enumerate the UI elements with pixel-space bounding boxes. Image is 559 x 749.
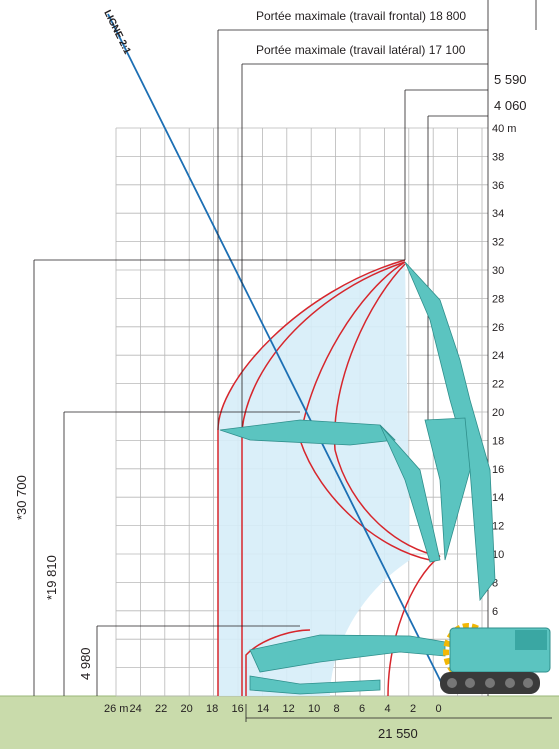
x-tick-label: 12	[283, 703, 295, 715]
offset-b-value: 4 060	[494, 98, 527, 113]
reach-dimension-lines	[217, 0, 537, 696]
height-max-value: *30 700	[14, 475, 29, 520]
height-dimension-lines	[33, 259, 405, 696]
boom-low	[249, 634, 446, 695]
x-tick-label: 0	[436, 703, 442, 715]
x-tick-label: 24	[130, 703, 142, 715]
y-tick-label: 10	[492, 549, 504, 561]
bottom-width-value: 21 550	[378, 726, 418, 741]
y-tick-label: 40 m	[492, 123, 516, 135]
x-tick-label: 8	[334, 703, 340, 715]
y-tick-label: 34	[492, 208, 504, 220]
y-tick-label: 22	[492, 379, 504, 391]
max-reach-lateral: Portée maximale (travail latéral) 17 100	[256, 43, 466, 57]
excavator-icon	[440, 623, 551, 694]
y-tick-label: 20	[492, 407, 504, 419]
boom-horizontal	[219, 419, 441, 563]
y-tick-label: 38	[492, 151, 504, 163]
y-tick-label: 24	[492, 350, 504, 362]
height-low-value: 4 980	[78, 647, 93, 680]
y-tick-label: 36	[492, 180, 504, 192]
y-tick-label: 6	[492, 606, 498, 618]
y-tick-label: 8	[492, 577, 498, 589]
y-tick-label: 30	[492, 265, 504, 277]
max-reach-frontal: Portée maximale (travail frontal) 18 800	[256, 9, 466, 23]
slope-line-label: LIGNE 2:1	[101, 8, 132, 56]
boom-vertical	[404, 261, 496, 602]
x-tick-label: 16	[232, 703, 244, 715]
x-tick-label: 2	[410, 703, 416, 715]
offset-a-value: 5 590	[494, 72, 527, 87]
x-tick-label: 10	[308, 703, 320, 715]
slope-line	[107, 13, 446, 691]
ground	[0, 696, 559, 749]
y-axis-ticks: 40 m 38 36 34 32 30 28 26 24 22 20 18 16 14 12 10 8 6	[492, 123, 516, 618]
x-tick-label: 4	[385, 703, 391, 715]
x-tick-label: 6	[359, 703, 365, 715]
y-tick-label: 14	[492, 492, 504, 504]
x-tick-label: 18	[206, 703, 218, 715]
x-tick-label: 20	[181, 703, 193, 715]
bottom-dimension-line	[245, 704, 552, 722]
x-tick-label: 14	[257, 703, 269, 715]
y-tick-label: 26	[492, 322, 504, 334]
x-tick-label: 26 m	[104, 703, 128, 715]
x-tick-label: 22	[155, 703, 167, 715]
y-tick-label: 12	[492, 521, 504, 533]
working-envelope-area	[218, 260, 410, 696]
y-tick-label: 18	[492, 435, 504, 447]
y-tick-label: 32	[492, 237, 504, 249]
y-tick-label: 28	[492, 293, 504, 305]
y-tick-label: 16	[492, 464, 504, 476]
height-mid-value: *19 810	[44, 555, 59, 600]
